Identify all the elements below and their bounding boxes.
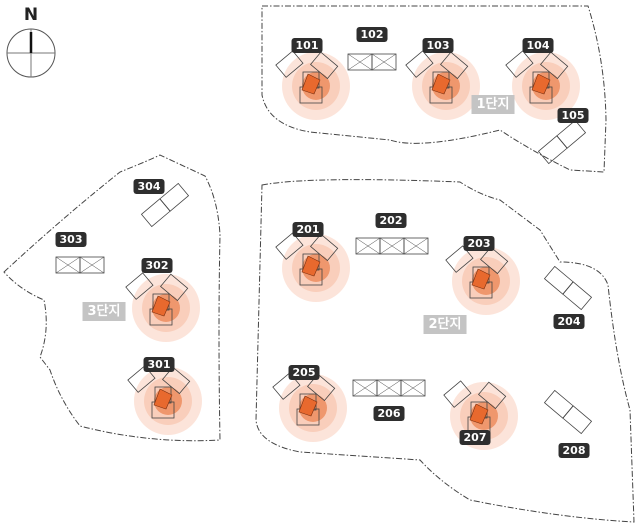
building-202[interactable] (355, 237, 429, 255)
building-tag-303[interactable]: 303 (55, 232, 87, 247)
building-tag-304[interactable]: 304 (133, 179, 165, 194)
zone-label-2: 2단지 (423, 315, 467, 334)
building-tag-208[interactable]: 208 (558, 443, 590, 458)
building-101[interactable] (275, 50, 350, 120)
building-tag-103[interactable]: 103 (422, 38, 454, 53)
building-tag-302[interactable]: 302 (141, 258, 173, 273)
building-tag-201[interactable]: 201 (292, 222, 324, 237)
building-tag-104[interactable]: 104 (522, 38, 554, 53)
building-103[interactable] (405, 50, 480, 120)
building-tag-301[interactable]: 301 (143, 357, 175, 372)
building-201[interactable] (275, 232, 350, 302)
building-tag-207[interactable]: 207 (459, 430, 491, 445)
building-tag-205[interactable]: 205 (288, 365, 320, 380)
building-204[interactable] (543, 265, 593, 311)
building-tag-102[interactable]: 102 (356, 27, 388, 42)
buildings-layer (55, 50, 593, 450)
building-206[interactable] (352, 379, 426, 397)
building-tag-202[interactable]: 202 (375, 213, 407, 228)
building-tag-203[interactable]: 203 (463, 236, 495, 251)
zone-2-boundary (255, 179, 635, 523)
north-label: N (23, 5, 39, 25)
zone-3-boundary (3, 154, 221, 442)
building-208[interactable] (543, 389, 593, 435)
building-203[interactable] (445, 245, 520, 315)
zone-label-3: 3단지 (82, 302, 126, 321)
building-301[interactable] (127, 365, 202, 435)
building-304[interactable] (140, 182, 190, 228)
zone-1-boundary (261, 5, 607, 173)
building-tag-204[interactable]: 204 (553, 314, 585, 329)
building-tag-206[interactable]: 206 (373, 406, 405, 421)
building-302[interactable] (125, 272, 200, 342)
zone-label-1: 1단지 (471, 95, 515, 114)
building-205[interactable] (272, 372, 347, 442)
building-105[interactable] (537, 119, 587, 165)
building-102[interactable] (347, 53, 397, 71)
building-303[interactable] (55, 256, 105, 274)
building-tag-105[interactable]: 105 (557, 108, 589, 123)
building-tag-101[interactable]: 101 (291, 38, 323, 53)
compass-icon (6, 28, 56, 78)
building-104[interactable] (505, 50, 580, 120)
